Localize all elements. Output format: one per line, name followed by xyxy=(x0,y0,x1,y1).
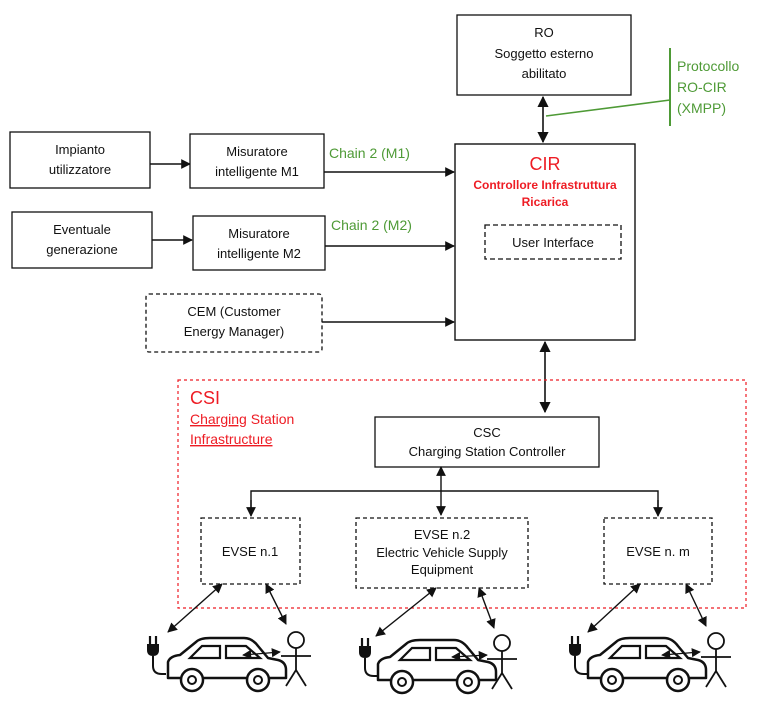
evse2-person-arrow xyxy=(477,587,496,629)
cem-box: CEM (Customer Energy Manager) xyxy=(145,293,323,353)
chain-m1-label: Chain 2 (M1) xyxy=(329,145,410,161)
cir-subtitle-1: Controllore Infrastruttura xyxy=(473,178,617,192)
protocol-label: Protocollo RO-CIR (XMPP) xyxy=(545,48,739,126)
impianto-line-1: Impianto xyxy=(55,142,105,157)
csc-subtitle: Charging Station Controller xyxy=(409,444,566,459)
evse-2-subtitle-2: Equipment xyxy=(411,562,474,577)
evse2-plug-arrow xyxy=(375,587,437,637)
cir-title: CIR xyxy=(530,154,561,174)
car-person-arrow xyxy=(451,650,488,662)
csi-subtitle-2: Infrastructure xyxy=(190,431,273,447)
protocol-line-3: (XMPP) xyxy=(677,100,726,116)
csi-title: CSI xyxy=(190,388,220,408)
car-icon xyxy=(586,636,708,693)
evse-m-label: EVSE n. m xyxy=(626,544,690,559)
evse1-person-arrow xyxy=(265,583,287,625)
car-person-arrow xyxy=(661,648,701,659)
evse-1-label: EVSE n.1 xyxy=(222,544,278,559)
csi-region xyxy=(177,379,747,609)
evsem-person-arrow xyxy=(685,583,707,627)
cem-line-2: Energy Manager) xyxy=(184,324,284,339)
csi-subtitle-1a: Charging xyxy=(190,411,247,427)
car-icon xyxy=(376,638,498,695)
m2-line-1: Misuratore xyxy=(228,226,289,241)
car-icon xyxy=(166,636,288,693)
evse-1-box: EVSE n.1 xyxy=(200,517,301,585)
car-person-arrow xyxy=(242,648,281,659)
impianto-line-2: utilizzatore xyxy=(49,162,111,177)
vehicle-group-1 xyxy=(145,583,312,693)
m1-line-1: Misuratore xyxy=(226,144,287,159)
ro-box: RO Soggetto esterno abilitato xyxy=(456,14,632,96)
protocol-line-1: Protocollo xyxy=(677,58,739,74)
user-interface-box xyxy=(484,224,622,260)
cem-line-1: CEM (Customer xyxy=(187,304,281,319)
evse-2-box: EVSE n.2 Electric Vehicle Supply Equipme… xyxy=(355,517,529,589)
m2-line-2: intelligente M2 xyxy=(217,246,301,261)
csc-box: CSC Charging Station Controller xyxy=(374,416,600,468)
plug-icon xyxy=(145,634,168,676)
vehicle-group-m xyxy=(567,583,732,693)
user-interface-label: User Interface xyxy=(512,235,594,250)
csi-subtitle-1: Charging Station xyxy=(190,411,294,427)
impianto-box: Impianto utilizzatore xyxy=(9,131,151,189)
evse-2-title: EVSE n.2 xyxy=(414,527,470,542)
ro-title: RO xyxy=(534,25,554,40)
csc-title: CSC xyxy=(473,425,500,440)
protocol-line-2: RO-CIR xyxy=(677,79,727,95)
m1-box: Misuratore intelligente M1 xyxy=(189,133,325,189)
csi-subtitle-1b: Station xyxy=(251,411,295,427)
evse-m-box: EVSE n. m xyxy=(603,517,713,585)
plug-icon xyxy=(567,634,590,676)
evse-2-subtitle-1: Electric Vehicle Supply xyxy=(376,545,508,560)
ro-subtitle-2: abilitato xyxy=(522,66,567,81)
vehicle-group-2 xyxy=(357,587,518,695)
plug-icon xyxy=(357,636,380,678)
cir-box: CIR Controllore Infrastruttura Ricarica … xyxy=(454,143,636,341)
ro-subtitle: Soggetto esterno xyxy=(494,46,593,61)
m2-box: Misuratore intelligente M2 xyxy=(192,215,326,271)
chain-m2-label: Chain 2 (M2) xyxy=(331,217,412,233)
generazione-line-1: Eventuale xyxy=(53,222,111,237)
evsem-plug-arrow xyxy=(587,583,641,633)
csc-bus-line xyxy=(250,490,659,514)
evse1-plug-arrow xyxy=(167,583,223,633)
generazione-line-2: generazione xyxy=(46,242,118,257)
generazione-box: Eventuale generazione xyxy=(11,211,153,269)
m1-line-2: intelligente M1 xyxy=(215,164,299,179)
cir-subtitle-2: Ricarica xyxy=(522,195,569,209)
